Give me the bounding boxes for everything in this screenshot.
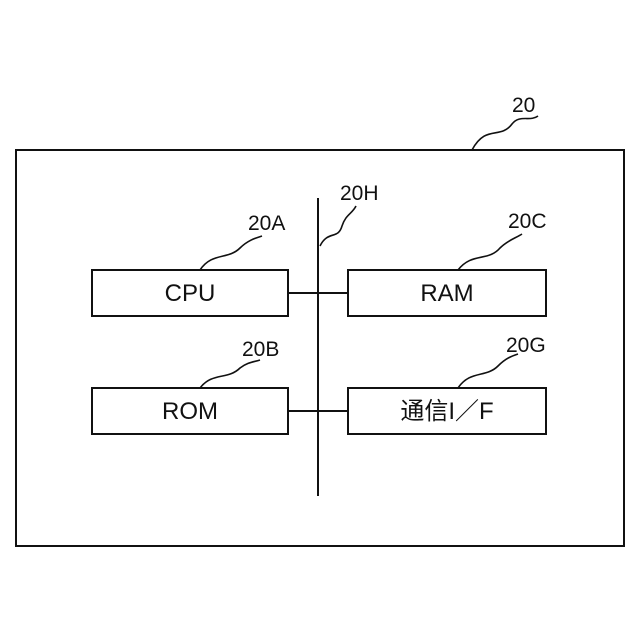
cpu-ref-label: 20A — [248, 212, 285, 235]
device-ref-label: 20 — [512, 94, 535, 117]
device-ref-leader — [472, 116, 538, 150]
ram-ref-label: 20C — [508, 210, 547, 233]
rom-label: ROM — [162, 398, 218, 425]
rom-ref-label: 20B — [242, 338, 279, 361]
comm-if-label: 通信I／F — [400, 398, 493, 425]
bus-ref-label: 20H — [340, 182, 379, 205]
cpu-label: CPU — [165, 280, 216, 307]
comm-ref-label: 20G — [506, 334, 546, 357]
ram-label: RAM — [420, 280, 473, 307]
